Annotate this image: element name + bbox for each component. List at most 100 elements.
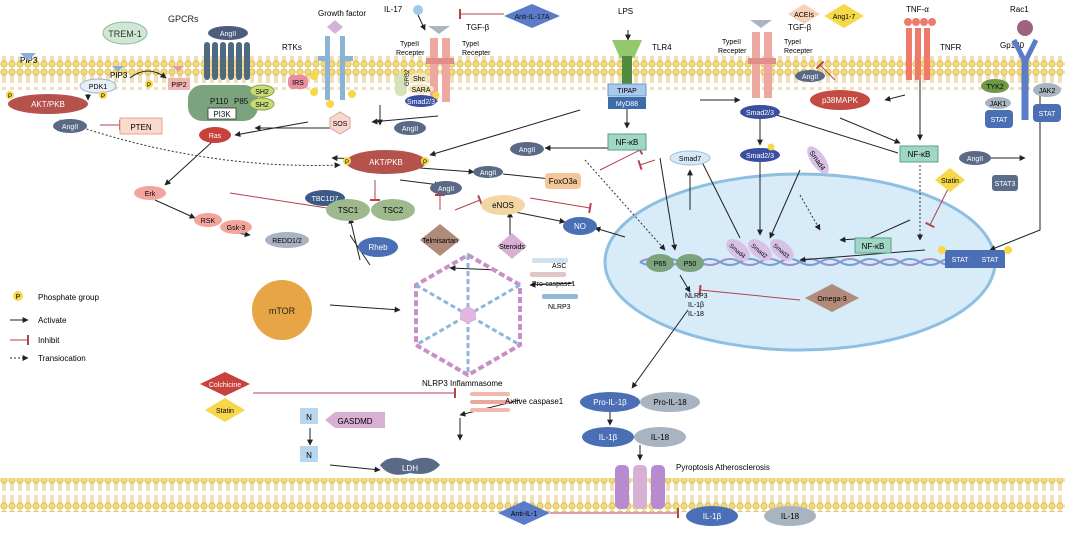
pip2-icon: [172, 66, 184, 72]
pten-box: [119, 117, 163, 135]
p110-label: P110: [210, 97, 229, 106]
pro-caspase1-label: Pro-caspase1: [532, 281, 575, 288]
gasdmd-shape: [325, 412, 385, 428]
il18-node: [634, 427, 686, 447]
sara-node: [408, 84, 434, 94]
pip3-left-icon: [20, 53, 36, 61]
jak1-node: [985, 97, 1011, 109]
phos-rtk-4: [326, 100, 334, 108]
stat-right-label: STAT: [1039, 111, 1057, 118]
angii-nf-label: AngII: [519, 147, 535, 154]
p85-label: P85: [234, 97, 249, 106]
enos-node: [481, 195, 525, 215]
telmisartan-diamond: [420, 224, 460, 256]
tyk2-label: TYK2: [986, 84, 1004, 91]
legend-activate-label: Activate: [38, 316, 67, 325]
smad7-node: [669, 150, 711, 166]
nlrp3-label: NLRP3: [548, 304, 571, 311]
shc-label: Shc: [413, 76, 426, 83]
phos-pdk1-label: P: [101, 94, 105, 100]
p65-label: P65: [654, 261, 667, 268]
pip3-mid-label: PIP3: [110, 71, 128, 80]
aceis-diamond: [788, 4, 820, 24]
rtk-receptor: [318, 36, 353, 100]
gsk3-node: [220, 220, 252, 234]
legend: P Phosphate group Activate Inhibit Trans…: [10, 291, 99, 363]
colchicine-label: Colchicine: [209, 382, 241, 389]
gasdmd-label: GASDMD: [337, 417, 372, 426]
smad7-label: Smad7: [679, 156, 701, 163]
angii-gpcr: [208, 26, 248, 40]
legend-phosphate-p: P: [16, 294, 21, 301]
il18-ext-label: IL-18: [781, 512, 800, 521]
angii-enos: [430, 181, 462, 195]
grb2-node: [395, 74, 407, 96]
erk-label: Erk: [145, 191, 156, 198]
il18-ext-node: [764, 506, 816, 526]
pdk1-label: PDK1: [89, 84, 107, 91]
pi3k-box: [207, 107, 237, 120]
tlr4-stem: [622, 56, 632, 86]
angii-fox-label: AngII: [480, 170, 496, 177]
tlr4-label: TLR4: [652, 43, 672, 52]
p65-node: [646, 254, 674, 272]
akt-left: [8, 94, 88, 114]
typei-left-recepter: Recepter: [462, 50, 491, 57]
sh2-top-label: SH2: [255, 89, 269, 96]
ang17-label: Ang1-7: [833, 14, 856, 21]
rac1-label: Rac1: [1010, 5, 1029, 14]
anti-il1-diamond: [498, 501, 550, 525]
shc-node: [408, 73, 430, 83]
phos-akt-c1: [343, 157, 351, 165]
active-caspase1-icon: [470, 392, 510, 412]
n-box-1: [300, 408, 318, 424]
tyk2-node: [981, 79, 1009, 93]
phos-stat-nuc-1: [938, 246, 946, 254]
tnfr-receptor: [906, 28, 930, 80]
p38mapk-label: p38MAPK: [822, 96, 859, 105]
angii-enos-label: AngII: [438, 186, 454, 193]
rsk-node: [194, 213, 222, 227]
top-membrane: [0, 56, 1065, 90]
pro-il1b-label: Pro-IL-1β: [593, 398, 627, 407]
tgfb-left-label: TGF-β: [466, 23, 490, 32]
stat-left-label: STAT: [991, 117, 1009, 124]
phos-rtk-3: [348, 90, 356, 98]
nuc-nlrp3-label: NLRP3: [685, 293, 708, 300]
gp130-receptor: [1011, 38, 1039, 120]
growth-factor-icon: [327, 20, 343, 34]
stat-nuc-2: [975, 250, 1005, 268]
tnfr-label: TNFR: [940, 43, 962, 52]
typeii-right-label: TypeII: [722, 39, 741, 46]
steroids-label: Steroids: [499, 244, 525, 251]
statin-right-label: Statin: [941, 178, 959, 185]
smad23-left-label: Smad2/3: [407, 99, 435, 106]
n-box-1-label: N: [306, 413, 312, 422]
omega3-label: Omega-3: [817, 296, 846, 303]
typei-right-recepter: Recepter: [784, 48, 813, 55]
gpcr-receptor: [204, 42, 250, 80]
pyroptosis-pore: [615, 465, 665, 509]
ldh-label: LDH: [402, 464, 418, 473]
telmisartan-label: Telmisartan: [422, 238, 458, 245]
stat-nuc-2-label: STAT: [982, 257, 1000, 264]
nfkb-right-box: [899, 145, 939, 163]
legend-phosphate-icon: [13, 291, 23, 301]
statin-left-label: Statin: [216, 408, 234, 415]
p50-node: [676, 254, 704, 272]
sh2-bottom: [249, 97, 275, 111]
pip3-mid-icon: [112, 66, 124, 72]
angii-gpcr-label: AngII: [220, 31, 236, 38]
pip3-left-label: PIP3: [20, 56, 38, 65]
myd88-box: [608, 97, 646, 109]
il1b-label: IL-1β: [599, 433, 618, 442]
asc-label: ASC: [552, 263, 566, 270]
gp130-label: Gp130: [1000, 41, 1025, 50]
p110-block: [188, 85, 258, 121]
nfkb-top-box: [607, 133, 647, 151]
anti-il17a-label: Anti-IL-17A: [514, 14, 549, 21]
phos-stat-nuc-2: [1004, 246, 1012, 254]
tgfb-right-icon: [750, 20, 772, 28]
pten-label: PTEN: [130, 123, 152, 132]
ldh-shape: [380, 457, 440, 475]
